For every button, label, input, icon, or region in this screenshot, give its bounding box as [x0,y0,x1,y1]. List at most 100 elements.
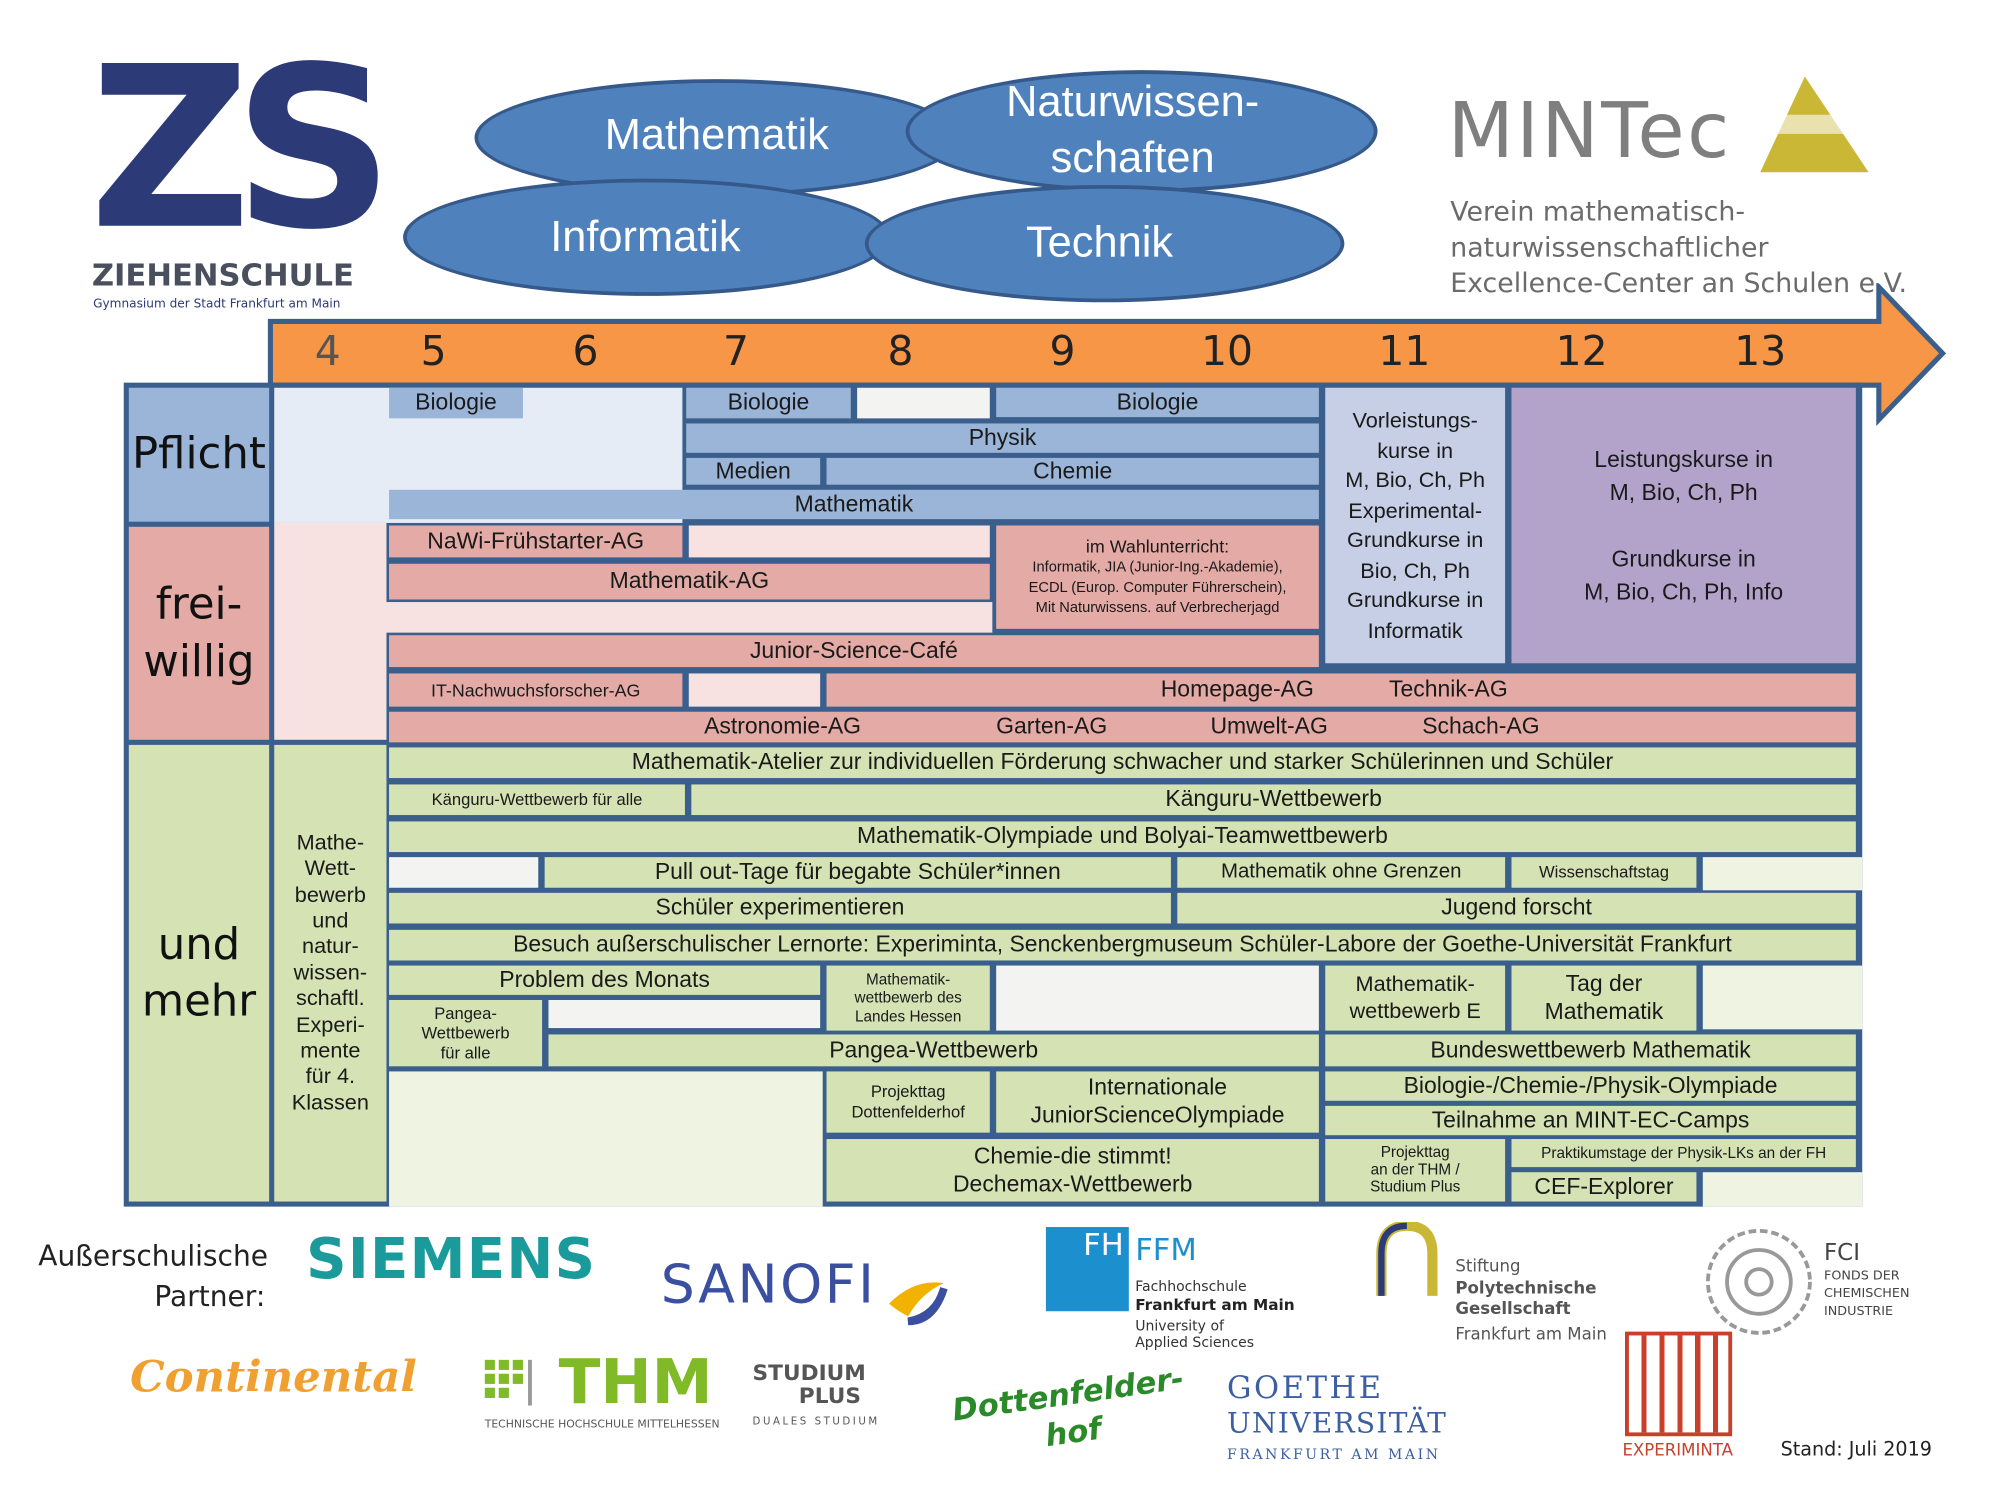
pull-out-tage: Pull out-Tage für begabte Schüler*innen [544,857,1171,888]
grade-7: 7 [722,326,749,375]
subject-informatik-shape [403,178,891,296]
kaenguru-wettbewerb: Känguru-Wettbewerb [691,784,1856,816]
studium-plus-logo: STUDIUM PLUS DUALES STUDIUM [753,1362,906,1439]
ag-row: Astronomie-AG Garten-AG Umwelt-AG Schach… [389,711,1856,743]
experiminta-logo: EXPERIMINTA [1622,1331,1737,1466]
fci-subtext: FONDS DER CHEMISCHEN INDUSTRIE [1823,1269,1910,1319]
empty-cell [389,1071,823,1207]
goethe-text: UNIVERSITÄT [1227,1408,1448,1441]
logo-letters: ZS [89,20,394,280]
thm-grid-icon [484,1359,532,1406]
oberstufe-11: Vorleistungs- kurse in M, Bio, Ch, Ph Ex… [1325,387,1506,664]
pflicht-biologie-5: Biologie [389,387,523,419]
mathematik-atelier: Mathematik-Atelier zur individuellen För… [389,747,1856,779]
empty-cell [1702,965,1863,1030]
grade-6: 6 [572,326,599,375]
garten-ag: Garten-AG [996,713,1108,739]
mintec-line: Verein mathematisch- [1450,196,1746,228]
tag-der-mathematik: Tag der Mathematik [1511,965,1697,1031]
goethe-text: FRANKFURT AM MAIN [1227,1446,1441,1464]
category-freiwillig: frei- willig [128,526,270,740]
mintec-line: Excellence-Center an Schulen e.V. [1450,267,1908,299]
grade-8: 8 [887,326,914,375]
studium-plus-wordmark: STUDIUM PLUS [752,1360,866,1410]
partners-label: Außerschulische Partner: [38,1241,269,1314]
stiftung-text: Stiftung [1455,1257,1521,1277]
stand-date: Stand: Juli 2019 [1780,1437,1932,1461]
sanofi-logo: SANOFI [661,1253,950,1329]
mintec-logo: MINTec [1448,76,1882,192]
continental-logo: Continental [130,1352,417,1404]
wahlunterricht-text: Informatik, JIA (Junior-Ing.-Akademie), … [1028,559,1287,616]
grade-4: 4 [314,326,341,375]
homepage-ag: Homepage-AG [1160,676,1314,702]
projekttag-dottenfelderhof: Projekttag Dottenfelderhof [826,1071,990,1133]
kaenguru-fuer-alle: Känguru-Wettbewerb für alle [389,784,685,816]
category-pflicht: Pflicht [128,387,270,522]
pflicht-chemie: Chemie [826,457,1319,485]
pangea-fuer-alle: Pangea- Wettbewerb für alle [389,999,543,1067]
cef-explorer: CEF-Explorer [1511,1172,1697,1202]
dottenfelderhof-logo: Dottenfelder- hof [950,1360,1187,1454]
chemie-die-stimmt: Chemie-die stimmt! Dechemax-Wettbewerb [826,1139,1319,1202]
fci-emblem-icon [1705,1228,1812,1335]
thm-text: TECHNISCHE HOCHSCHULE MITTELHESSEN [484,1418,720,1432]
wahlunterricht: im Wahlunterricht: Informatik, JIA (Juni… [996,525,1319,629]
stiftung-text: Polytechnische Gesellschaft [1455,1279,1597,1319]
fci-logo: FCI FONDS DER CHEMISCHEN INDUSTRIE [1703,1227,1920,1342]
studium-text: DUALES STUDIUM [752,1415,880,1428]
bio-chemie-physik-olympiade: Biologie-/Chemie-/Physik-Olympiade [1325,1071,1856,1101]
fh-ffm-text: FFM [1135,1232,1197,1268]
projekttag-thm: Projekttag an der THM / Studium Plus [1325,1139,1506,1202]
goethe-logo: GOETHE UNIVERSITÄT FRANKFURT AM MAIN [1227,1352,1457,1467]
sanofi-bird-icon [889,1281,948,1325]
wahlunterricht-title: im Wahlunterricht: [1085,535,1230,557]
stiftung-arch-icon [1376,1221,1438,1296]
besuch-lernorte: Besuch außerschulischer Lernorte: Experi… [389,929,1856,961]
mathematik-ohne-grenzen: Mathematik ohne Grenzen [1177,857,1506,888]
mathewettbewerb-e: Mathematik- wettbewerb E [1325,965,1506,1031]
subject-informatik: Informatik [550,212,741,262]
grade-5: 5 [420,326,447,375]
homepage-technik-ag: Homepage-AG Technik-AG [826,673,1856,707]
pyramid-icon [1760,76,1869,173]
stiftung-logo: Stiftung Polytechnische Gesellschaft Fra… [1375,1221,1617,1350]
nawi-fruehstarter-ag: NaWi-Frühstarter-AG [389,525,683,558]
empty-cell [688,525,990,558]
empty-cell [274,522,387,740]
experiminta-wordmark: EXPERIMINTA [1622,1441,1733,1461]
fci-text: FCI [1823,1239,1860,1267]
umwelt-ag: Umwelt-AG [1210,713,1328,739]
junior-science-olympiade: Internationale JuniorScienceOlympiade [996,1071,1319,1133]
siemens-logo: SIEMENS [306,1227,597,1293]
sanofi-wordmark: SANOFI [660,1252,877,1316]
fh-badge: FH [1045,1227,1129,1312]
school-name: ZIEHENSCHULE [91,257,354,294]
category-und-mehr: und mehr [128,744,270,1202]
it-nachwuchsforscher-ag: IT-Nachwuchsforscher-AG [389,673,683,707]
pflicht-medien: Medien [686,457,821,485]
stiftung-text: Frankfurt am Main [1455,1325,1607,1345]
thm-logo: THM TECHNISCHE HOCHSCHULE MITTELHESSEN [484,1346,720,1438]
school-subtitle: Gymnasium der Stadt Frankfurt am Main [93,297,341,312]
technik-ag: Technik-AG [1389,676,1508,702]
subject-naturwissenschaften: Naturwissen- schaften [1006,77,1260,183]
pflicht-physik: Physik [686,423,1319,453]
wissenschaftstag: Wissenschaftstag [1511,857,1697,888]
pflicht-biologie-9: Biologie [996,387,1319,418]
experiminta-emblem [1624,1331,1733,1437]
thm-wordmark: THM [558,1346,713,1419]
pangea-wettbewerb: Pangea-Wettbewerb [548,1034,1319,1067]
empty-cell [996,965,1319,1031]
problem-des-monats: Problem des Monats [389,965,821,995]
schueler-experimentieren: Schüler experimentieren [389,892,1171,924]
astronomie-ag: Astronomie-AG [704,713,862,739]
empty-cell [1702,1172,1863,1207]
pflicht-mathematik: Mathematik [389,489,1319,520]
schach-ag: Schach-AG [1422,713,1540,739]
grade4-experiments: Mathe- Wett- bewerb und natur- wissen- s… [274,744,387,1202]
mathematik-olympiade: Mathematik-Olympiade und Bolyai-Teamwett… [389,821,1856,853]
empty-cell [386,602,993,633]
junior-science-cafe: Junior-Science-Café [389,635,1319,668]
pflicht-biologie-7: Biologie [686,387,851,419]
